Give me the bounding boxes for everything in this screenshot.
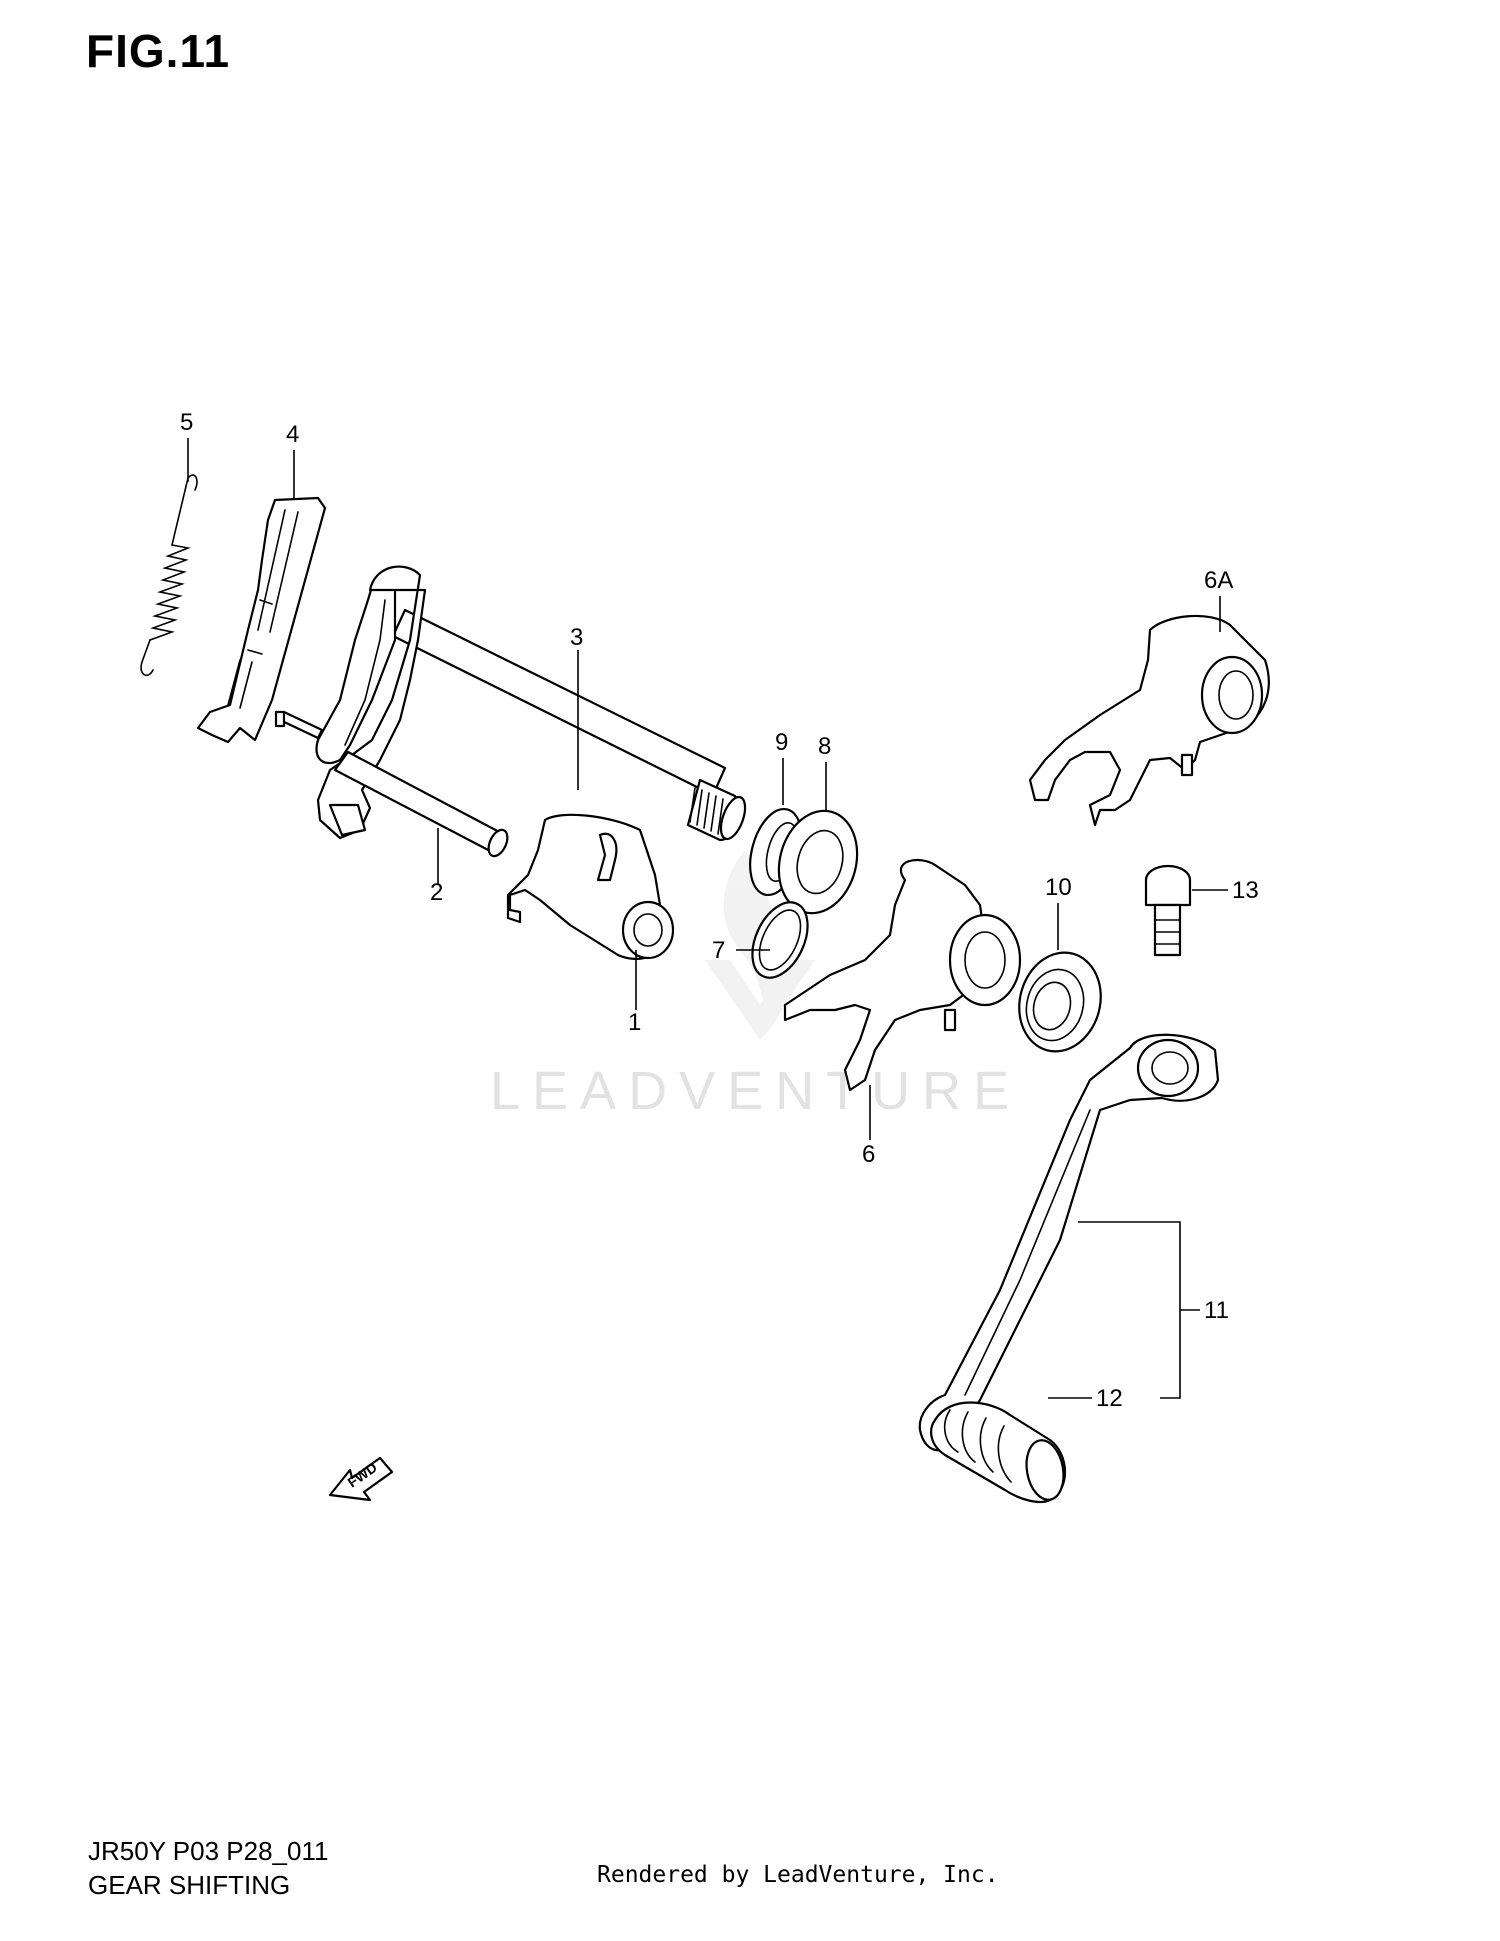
part-6a-gearshift-fork [1028,614,1270,827]
callout-3: 3 [570,624,583,651]
figure-code: JR50Y P03 P28_011 [88,1836,329,1866]
leader-lines [187,438,1228,1399]
figure-title: FIG.11 [86,25,231,77]
callouts: 5 4 3 2 1 6 6A 7 8 9 10 13 11 12 [180,409,1259,1412]
part-6-gearshift-fork [783,858,1022,1092]
callout-7: 7 [712,937,725,964]
part-12-pedal-rubber [930,1401,1067,1504]
part-8-washer [777,809,859,915]
callout-11: 11 [1204,1297,1229,1324]
callout-6a: 6A [1204,567,1233,594]
callout-8: 8 [818,733,831,760]
part-3-gearshift-shaft [274,565,747,842]
part-1-shift-cam [506,813,675,960]
callout-12: 12 [1096,1385,1123,1412]
part-11-gearshift-lever [918,1033,1220,1452]
figure-subtitle: GEAR SHIFTING [88,1870,291,1900]
callout-1: 1 [628,1009,641,1036]
rendered-by: Rendered by LeadVenture, Inc. [597,1862,999,1888]
part-4-stopper-plate [196,496,327,744]
part-5-spring [140,474,198,677]
callout-2: 2 [430,879,443,906]
part-2-shaft [328,750,509,858]
callout-4: 4 [286,421,299,448]
callout-5: 5 [180,409,193,436]
part-10-bearing [1018,951,1102,1053]
part-13-bolt [1144,864,1192,957]
callout-13: 13 [1232,877,1259,904]
watermark: LEADVENTURE [490,1061,1022,1121]
fwd-arrow: FWD [328,1456,394,1502]
callout-10: 10 [1045,874,1072,901]
callout-6: 6 [862,1141,875,1168]
part-7-circlip [751,901,809,979]
callout-9: 9 [775,729,788,756]
